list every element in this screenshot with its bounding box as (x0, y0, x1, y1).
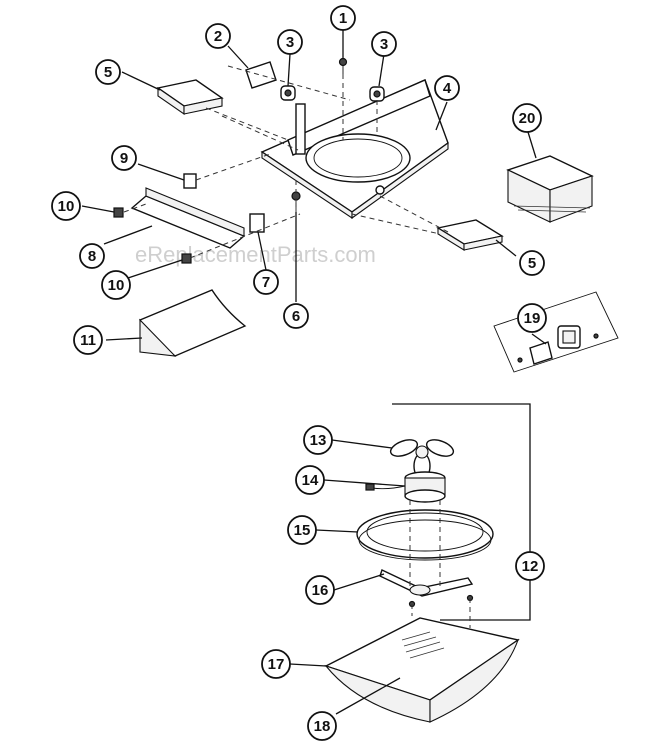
assembly-lines-upper (123, 65, 449, 259)
part-14-motor (365, 471, 446, 503)
part-10-nut-lower (181, 253, 192, 264)
part-10-nut-upper (113, 207, 124, 218)
part-13-fan-blade (389, 439, 455, 480)
callout-3-right-label: 3 (380, 36, 388, 53)
part-4-base-pan (260, 79, 449, 220)
callout-20-label: 20 (519, 110, 536, 127)
callout-20: 20 (512, 103, 542, 133)
callout-5-lower: 5 (519, 250, 545, 276)
callout-14-label: 14 (302, 472, 319, 489)
part-15-shroud-ring (356, 509, 494, 561)
callout-11: 11 (73, 325, 103, 355)
callout-9: 9 (111, 145, 137, 171)
callout-17-label: 17 (268, 656, 285, 673)
callout-5-upper-label: 5 (104, 64, 112, 81)
callout-7: 7 (253, 269, 279, 295)
callout-18-label: 18 (314, 718, 331, 735)
callout-19-label: 19 (524, 310, 541, 327)
callout-4-label: 4 (443, 80, 452, 97)
callout-13-label: 13 (310, 432, 327, 449)
part-17-cover-pan (324, 617, 520, 723)
part-19-bracket-set (493, 291, 619, 373)
callout-11-label: 11 (80, 332, 96, 349)
callout-1-label: 1 (339, 10, 347, 27)
leader-lines (81, 30, 547, 715)
part-16-motor-mount (379, 569, 474, 608)
callout-1: 1 (330, 5, 356, 31)
part-1-screw (338, 57, 348, 74)
callout-15: 15 (287, 515, 317, 545)
callout-9-label: 9 (120, 150, 128, 167)
callout-17: 17 (261, 649, 291, 679)
part-8-rail (130, 187, 246, 249)
part-5-bracket-lower (436, 219, 504, 251)
assembly-lines-lower (409, 500, 471, 628)
callout-15-label: 15 (294, 522, 311, 539)
part-5-bracket-upper (156, 79, 224, 116)
part-3-bushing-left (280, 85, 296, 101)
callout-12: 12 (515, 551, 545, 581)
callout-4: 4 (434, 75, 460, 101)
part-7-clip (249, 213, 265, 233)
callout-6-label: 6 (292, 308, 300, 325)
part-9-clip (183, 173, 197, 189)
callout-2: 2 (205, 23, 231, 49)
callout-13: 13 (303, 425, 333, 455)
callout-8-label: 8 (88, 248, 96, 265)
callout-14: 14 (295, 465, 325, 495)
part-11-deflector (138, 289, 247, 357)
part-3-bushing-right (369, 86, 385, 102)
callout-5-upper: 5 (95, 59, 121, 85)
callout-6: 6 (283, 303, 309, 329)
callout-3-left: 3 (277, 29, 303, 55)
callout-3-right: 3 (371, 31, 397, 57)
callout-3-left-label: 3 (286, 34, 294, 51)
part-2-plate (245, 61, 277, 89)
callout-10-lower: 10 (101, 270, 131, 300)
callout-18: 18 (307, 711, 337, 741)
callout-5-lower-label: 5 (528, 255, 536, 272)
callout-19: 19 (517, 303, 547, 333)
callout-8: 8 (79, 243, 105, 269)
callout-16: 16 (305, 575, 335, 605)
callout-12-label: 12 (522, 558, 539, 575)
callout-7-label: 7 (262, 274, 270, 291)
callout-10-upper-label: 10 (58, 198, 75, 215)
part-20-control-box (506, 155, 594, 223)
part-12-assembly-bracket (392, 403, 531, 621)
callout-10-upper: 10 (51, 191, 81, 221)
callout-2-label: 2 (214, 28, 222, 45)
callout-10-lower-label: 10 (108, 277, 125, 294)
callout-16-label: 16 (312, 582, 329, 599)
